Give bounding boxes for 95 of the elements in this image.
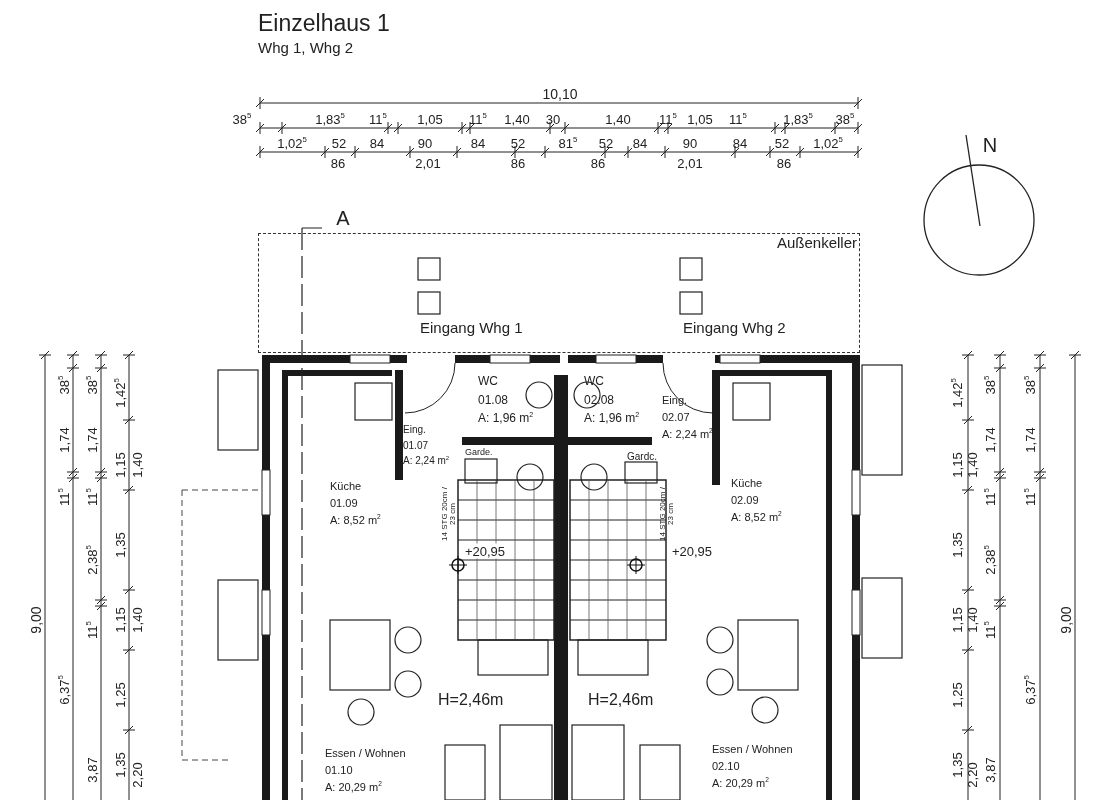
dimension-label: 1,40 xyxy=(130,607,144,633)
room-number: 01.07 xyxy=(403,438,430,453)
dimension-label: 1,83$^{5}$ xyxy=(783,112,813,126)
subtitle: Whg 1, Whg 2 xyxy=(258,40,354,55)
outdoor-cellar-area xyxy=(258,233,860,353)
room-number: 02.10 xyxy=(712,759,741,775)
dimension-label: 1,40 xyxy=(130,452,144,478)
dimension-label: 86 xyxy=(510,156,526,170)
room-name: Außenkeller xyxy=(776,234,857,251)
room-name: WC xyxy=(478,373,499,390)
dimension-label: 2,20 xyxy=(130,762,144,788)
dimension-label: 81$^{5}$ xyxy=(558,136,578,150)
dimension-label: 1,05 xyxy=(417,112,443,126)
dimension-label: 11$^{5}$ xyxy=(469,112,487,126)
dimension-label: 84 xyxy=(732,136,748,150)
dimension-label: 84 xyxy=(369,136,385,150)
dimension-label: 1,40 xyxy=(504,112,530,126)
dimension-label: 1,35 xyxy=(950,532,964,558)
dimension-label: 86 xyxy=(330,156,346,170)
dimension-label: 1,83$^{5}$ xyxy=(315,112,345,126)
dimension-label: 1,40 xyxy=(965,452,979,478)
dimension-label: 1,15 xyxy=(950,452,964,478)
section-marker: A xyxy=(336,208,350,228)
stair-label: 14 STG 20cm / 23 cm xyxy=(659,486,675,543)
room-name: Küche xyxy=(330,479,363,494)
dimension-label: 90 xyxy=(417,136,433,150)
room-area: A: 1,96 m$^{2}$ xyxy=(478,409,534,428)
dimension-label: 11$^{5}$ xyxy=(369,112,387,126)
room-area: A: 2,24 m$^{2}$ xyxy=(403,453,450,469)
dimension-label: 90 xyxy=(682,136,698,150)
dimension-label: 11$^{5}$ xyxy=(729,112,747,126)
dimension-label: 1,74 xyxy=(1023,427,1037,453)
dimension-label: 10,10 xyxy=(542,87,578,101)
room-name: Garde. xyxy=(465,446,493,459)
room-name: Eing. xyxy=(662,393,689,408)
dimension-label: 9,00 xyxy=(29,606,43,634)
dimension-label: 2,01 xyxy=(415,156,441,170)
dimension-label: 1,74 xyxy=(983,427,997,453)
room-number: 02.07 xyxy=(662,410,691,426)
stair-label: 14 STG 20cm / 23 cm xyxy=(441,486,457,543)
room-area: A: 1,96 m$^{2}$ xyxy=(584,409,640,428)
dimension-label: 1,35 xyxy=(113,532,127,558)
dimension-label: 3,87 xyxy=(85,757,99,783)
room-area: A: 8,52 m$^{2}$ xyxy=(330,512,381,530)
dimension-label: 52 xyxy=(510,136,526,150)
dimension-label: 1,40 xyxy=(965,607,979,633)
entrance-label: Eingang Whg 1 xyxy=(420,320,523,335)
dimension-label: 30 xyxy=(545,112,561,126)
dimension-label: 2,01 xyxy=(677,156,703,170)
room-number: 01.09 xyxy=(330,496,359,512)
dimension-label: 1,25 xyxy=(950,682,964,708)
dimension-label: 1,74 xyxy=(57,427,71,453)
level-label: +20,95 xyxy=(463,543,507,559)
dimension-label: 1,02$^{5}$ xyxy=(277,136,307,150)
room-name: Gardc. xyxy=(627,450,657,464)
dimension-label: 1,25 xyxy=(113,682,127,708)
dimension-label: 9,00 xyxy=(1059,606,1073,634)
room-number: 01.10 xyxy=(325,763,354,779)
room-name: Essen / Wohnen xyxy=(712,742,793,757)
room-name: Essen / Wohnen xyxy=(325,746,406,761)
room-area: A: 2,24 m$^{2}$ xyxy=(662,426,713,444)
dimension-label: 1,15 xyxy=(113,607,127,633)
title: Einzelhaus 1 xyxy=(258,12,390,35)
dimension-label: 1,35 xyxy=(950,752,964,778)
dimension-label: 1,40 xyxy=(605,112,631,126)
dimension-label: 84 xyxy=(632,136,648,150)
room-area: A: 20,29 m$^{2}$ xyxy=(712,775,793,793)
dimension-label: 84 xyxy=(470,136,486,150)
room-name: WC xyxy=(584,373,605,390)
room-number: 02.09 xyxy=(731,493,760,509)
dimension-label: 1,15 xyxy=(950,607,964,633)
dimension-label: 38$^{5}$ xyxy=(232,112,252,126)
entrance-label: Eingang Whg 2 xyxy=(683,320,786,335)
dimension-label: 86 xyxy=(776,156,792,170)
dimension-label: 1,05 xyxy=(687,112,713,126)
dimension-label: 11$^{5}$ xyxy=(659,112,677,126)
room-name: Küche xyxy=(731,476,764,491)
dimension-label: 52 xyxy=(774,136,790,150)
dimension-label: 1,02$^{5}$ xyxy=(813,136,843,150)
room-number: 01.08 xyxy=(478,391,510,409)
dimension-label: 52 xyxy=(331,136,347,150)
dimension-label: 86 xyxy=(590,156,606,170)
ceiling-height-label: H=2,46m xyxy=(438,692,504,708)
dimension-label: 1,74 xyxy=(85,427,99,453)
north-label: N xyxy=(982,135,998,155)
dimension-label: 38$^{5}$ xyxy=(835,112,855,126)
dimension-label: 1,35 xyxy=(113,752,127,778)
ceiling-height-label: H=2,46m xyxy=(588,692,654,708)
dimension-label: 3,87 xyxy=(983,757,997,783)
dimension-label: 52 xyxy=(598,136,614,150)
dimension-label: 1,15 xyxy=(113,452,127,478)
dimension-label: 2,20 xyxy=(965,762,979,788)
room-area: A: 8,52 m$^{2}$ xyxy=(731,509,782,527)
room-area: A: 20,29 m$^{2}$ xyxy=(325,779,406,797)
room-name: Eing. xyxy=(403,423,427,437)
